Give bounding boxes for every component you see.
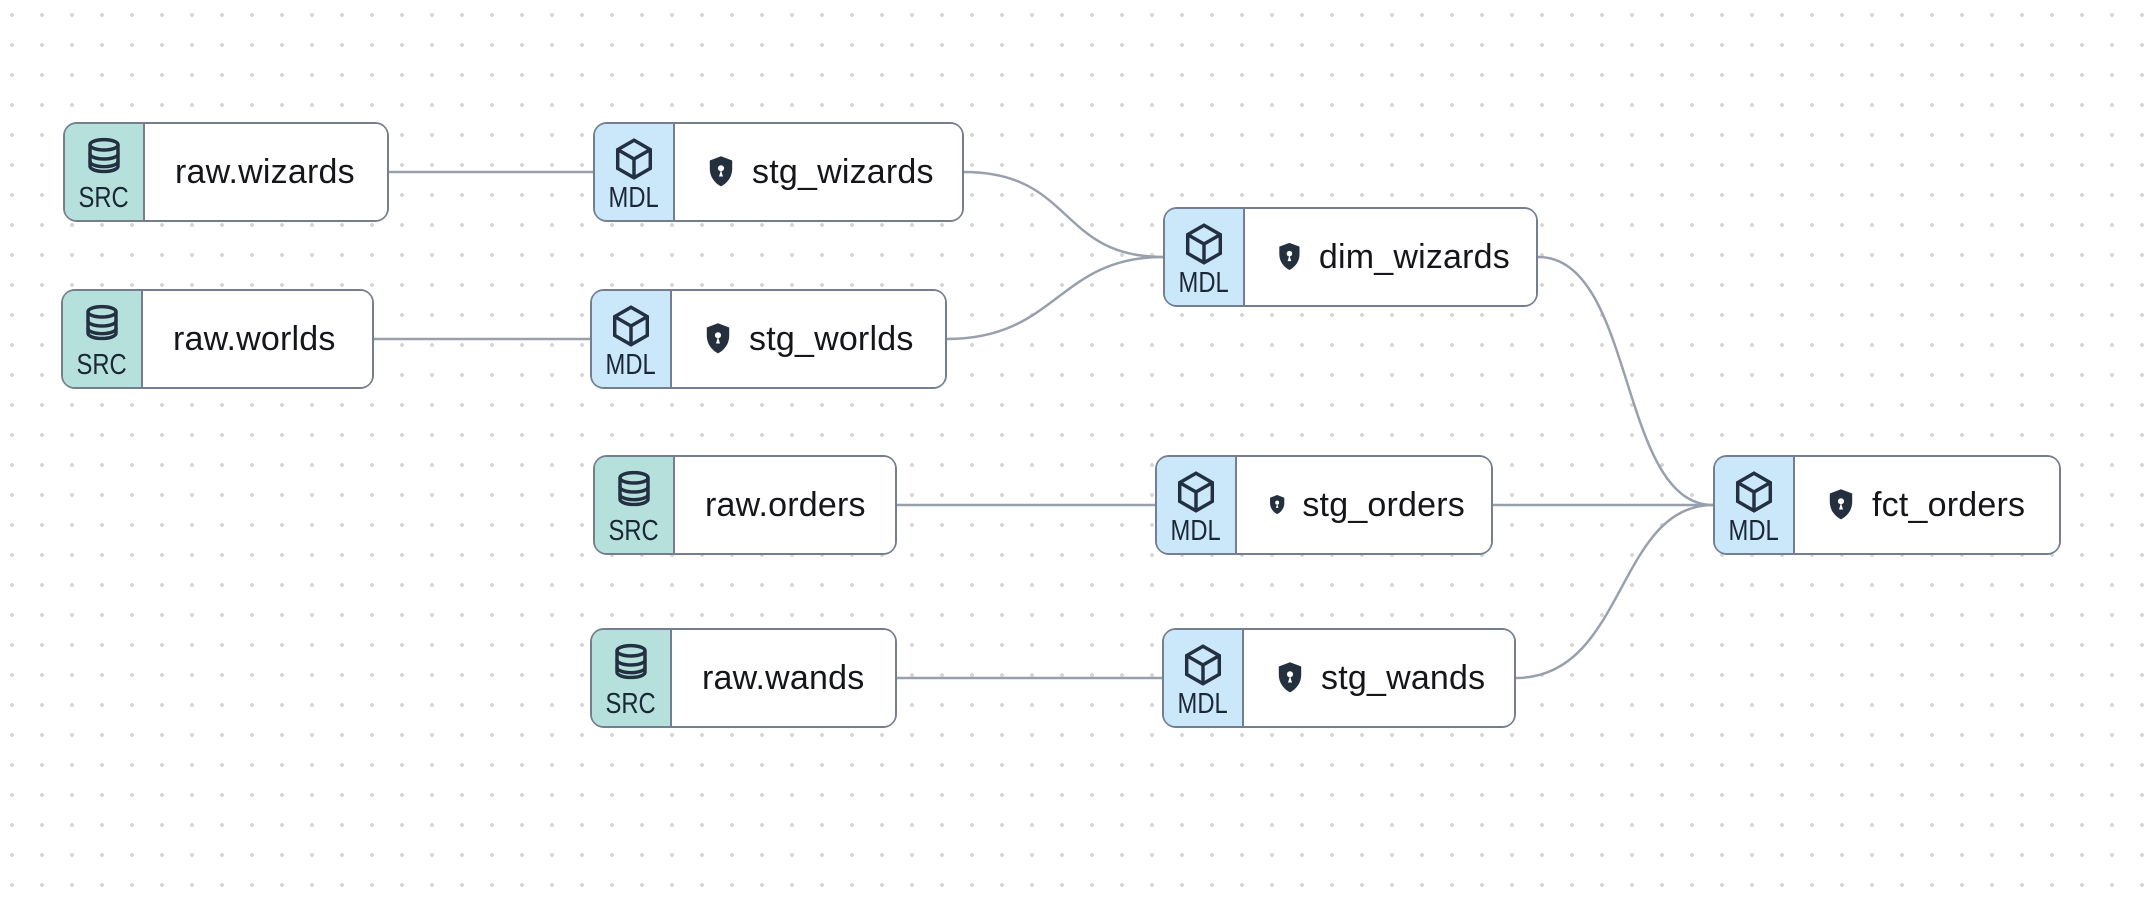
node-type-badge: MDL [595,124,675,220]
node-type-badge: MDL [1157,457,1237,553]
node-label: raw.wizards [175,152,355,191]
database-icon [618,470,650,506]
shield-lock-icon [1279,242,1300,270]
database-icon [88,137,120,173]
node-type-badge: MDL [592,291,672,387]
node-type-badge: SRC [63,291,143,387]
node-label: raw.orders [705,485,866,524]
node-type-badge: MDL [1165,209,1245,305]
node-badge-label: MDL [1177,687,1229,720]
node-stg-wizards[interactable]: MDL stg_wizards [593,122,964,222]
node-label: stg_wands [1321,658,1486,697]
edge-dim-wizards-fct-orders [1536,255,1715,507]
node-badge-label: MDL [608,181,660,214]
shield-lock-icon [1829,489,1853,520]
node-stg-wands[interactable]: MDL stg_wands [1162,628,1516,728]
node-type-badge: MDL [1164,630,1244,726]
cube-icon [612,304,650,347]
node-stg-orders[interactable]: MDL stg_orders [1155,455,1493,555]
node-badge-label: MDL [605,348,657,381]
node-raw-orders[interactable]: SRC raw.orders [593,455,897,555]
edge-stg-wands-fct-orders [1514,503,1715,680]
shield-lock-icon [1278,662,1302,693]
node-type-badge: SRC [65,124,145,220]
cube-icon [1184,643,1222,686]
shield-lock-icon [709,156,733,187]
edge-stg-wizards-dim-wizards [962,170,1165,259]
node-badge-label: MDL [1728,514,1780,547]
cube-icon [1735,470,1773,513]
shield-lock-icon [1270,494,1285,515]
node-type-badge: SRC [595,457,675,553]
node-label: dim_wizards [1318,237,1510,276]
database-icon [86,304,118,340]
node-label: fct_orders [1872,485,2026,524]
node-raw-wizards[interactable]: SRC raw.wizards [63,122,389,222]
node-badge-label: MDL [1178,266,1230,299]
node-type-badge: MDL [1715,457,1795,553]
shield-lock-icon [706,323,730,354]
node-dim-wizards[interactable]: MDL dim_wizards [1163,207,1538,307]
node-label: stg_orders [1302,485,1465,524]
node-type-badge: SRC [592,630,672,726]
database-icon [615,643,647,679]
node-badge-label: SRC [605,687,657,720]
node-raw-worlds[interactable]: SRC raw.worlds [61,289,374,389]
edge-stg-worlds-dim-wizards [945,255,1165,341]
cube-icon [1185,222,1223,265]
node-badge-label: SRC [76,348,128,381]
node-badge-label: MDL [1170,514,1222,547]
node-stg-worlds[interactable]: MDL stg_worlds [590,289,947,389]
node-raw-wands[interactable]: SRC raw.wands [590,628,897,728]
cube-icon [615,137,653,180]
node-label: raw.worlds [173,319,336,358]
node-badge-label: SRC [78,181,130,214]
node-label: raw.wands [702,658,865,697]
cube-icon [1177,470,1215,513]
node-label: stg_wizards [752,152,934,191]
node-label: stg_worlds [749,319,914,358]
node-badge-label: SRC [608,514,660,547]
node-fct-orders[interactable]: MDL fct_orders [1713,455,2061,555]
